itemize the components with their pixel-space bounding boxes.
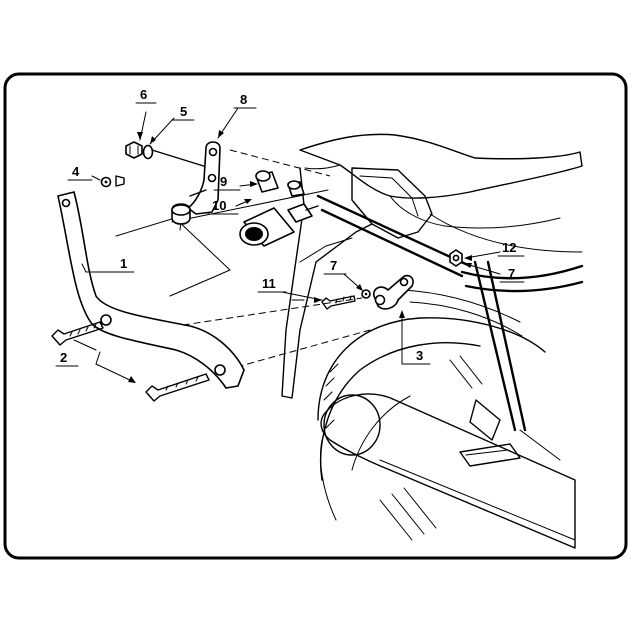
- part-2-bolts: [51, 321, 210, 402]
- part-11-bolt: [321, 295, 356, 310]
- part-5-washer: [142, 144, 211, 169]
- callout-7-left: 7: [330, 258, 337, 273]
- callout-2: 2: [60, 350, 67, 365]
- callout-6: 6: [140, 87, 147, 102]
- diagram-frame: [3, 72, 628, 560]
- motorcycle-rear-section: [281, 133, 584, 549]
- part-3-rear-plate: [372, 274, 414, 310]
- part-10-slider: [239, 203, 319, 247]
- part-12-nut: [449, 249, 463, 267]
- part-9-spacers: [255, 170, 305, 197]
- callout-3: 3: [416, 348, 423, 363]
- callout-1: 1: [120, 256, 127, 271]
- callout-5: 5: [180, 104, 187, 119]
- callout-11: 11: [262, 276, 276, 291]
- callout-10: 10: [212, 198, 226, 213]
- callout-8: 8: [240, 92, 247, 107]
- callout-labels: 6 5 8 4 9 10 1 2 11 7 3 12 7: [55, 87, 525, 367]
- part-8-upright-bracket: [171, 141, 221, 225]
- callout-4: 4: [72, 164, 80, 179]
- part-7-washer: [361, 289, 371, 299]
- part-4-washer: [100, 175, 125, 188]
- part-1-side-bracket: [57, 191, 245, 389]
- part-6-bolt: [125, 141, 143, 159]
- callout-9: 9: [220, 174, 227, 189]
- callout-7-right: 7: [508, 266, 515, 281]
- callout-12: 12: [502, 240, 516, 255]
- leader-lines: [73, 107, 501, 383]
